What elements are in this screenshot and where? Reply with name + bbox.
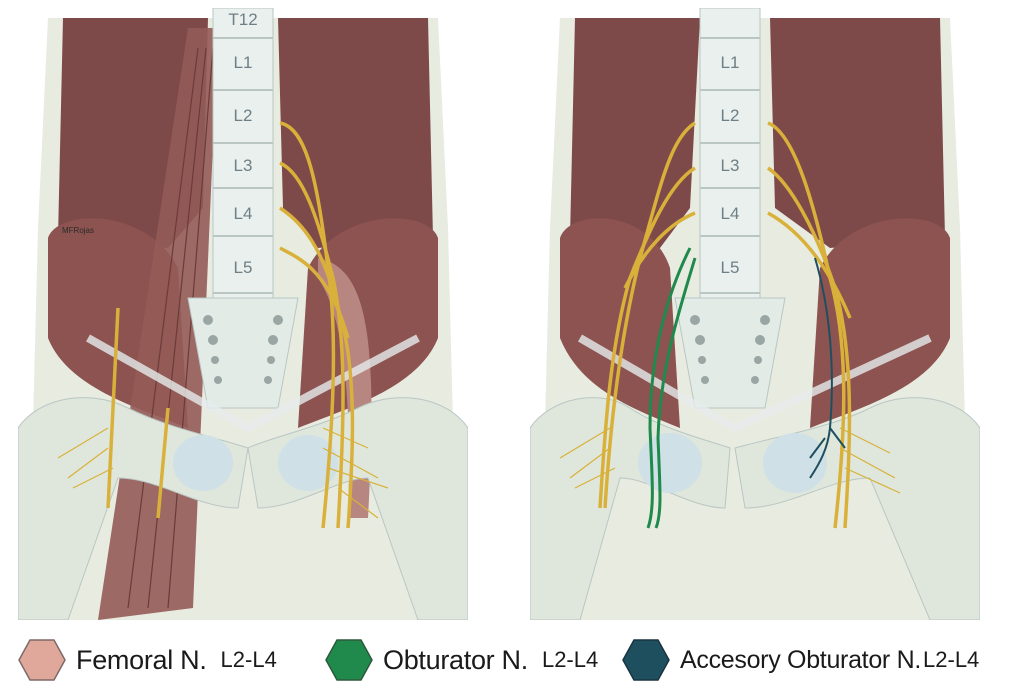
legend-item-accessory-obturator: Accesory Obturator N. L2-L4 [622, 638, 979, 682]
obturator-nerve [646, 247, 697, 529]
legend-label: Femoral N. [76, 644, 207, 675]
nerve-legend: Femoral N. L2-L4 Obturator N. L2-L4 Acce… [0, 628, 1024, 690]
vertebra-label: L2 [720, 106, 740, 125]
vertebra-label: L3 [233, 156, 253, 175]
legend-level: L2-L4 [923, 647, 980, 672]
anatomy-panel-left: T12 L1 L2 L3 L4 L5 MFRojas [17, 7, 469, 621]
obturator-foramen-right [763, 433, 827, 493]
vertebra-label: L3 [720, 156, 740, 175]
lumbar-plexus-illustration-left [17, 7, 469, 621]
sacrum [187, 297, 299, 409]
vertebra-label: T12 [228, 10, 258, 29]
legend-level: L2-L4 [541, 647, 599, 672]
femoral-nerve-branches [598, 121, 852, 529]
hexagon-icon [18, 639, 66, 681]
inguinal-ligament [86, 334, 420, 433]
vertebra-label: L4 [720, 204, 740, 223]
sacrum [674, 297, 786, 409]
inguinal-ligament [577, 334, 932, 433]
author-signature: MFRojas [62, 226, 95, 235]
legend-label: Accesory Obturator N. [680, 645, 922, 674]
lumbar-plexus-illustration-right [529, 7, 981, 621]
vertebra-label: L4 [233, 204, 253, 223]
obturator-foramen-left [173, 435, 233, 491]
posterior-abdominal-muscle-right [770, 18, 945, 248]
hexagon-icon [622, 639, 670, 681]
hexagon-icon [325, 639, 373, 681]
obturator-foramen-right [278, 435, 338, 491]
vertebra-label: L2 [233, 106, 253, 125]
legend-item-obturator: Obturator N. L2-L4 [325, 638, 598, 682]
lumbar-plexus-nerves-left-panel [106, 121, 355, 529]
accessory-obturator-nerve [809, 257, 846, 479]
vertebra-label: L1 [720, 53, 740, 72]
vertebra-label: L5 [720, 258, 740, 277]
vertebra-label: L1 [233, 53, 253, 72]
legend-level: L2-L4 [220, 647, 277, 672]
legend-label: Obturator N. [383, 644, 528, 675]
anatomy-panel-right: L1 L2 L3 L4 L5 [529, 7, 981, 621]
posterior-abdominal-muscle-left [570, 18, 700, 248]
legend-item-femoral: Femoral N. L2-L4 [18, 638, 277, 682]
posterior-abdominal-muscle-right [278, 18, 433, 248]
vertebra-label: L5 [233, 258, 253, 277]
obturator-foramen-left [638, 433, 702, 493]
